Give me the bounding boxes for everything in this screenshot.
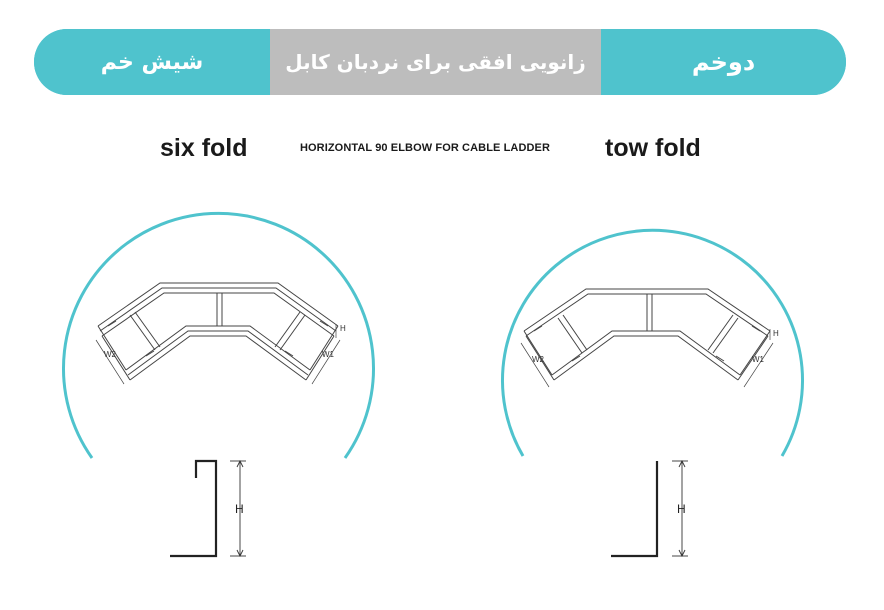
- two-fold-w1-label: W1: [752, 355, 765, 364]
- six-fold-profile-section: [170, 459, 218, 558]
- banner-center-segment: زانویی افقی برای نردبان کابل: [270, 29, 601, 95]
- two-fold-height-dimension: [672, 459, 688, 558]
- two-fold-title-fa: دوخم: [691, 48, 756, 76]
- six-fold-h-label: H: [340, 324, 346, 333]
- six-fold-title-fa: شیش خم: [100, 49, 204, 75]
- banner-left-segment: شیش خم: [34, 29, 270, 95]
- six-fold-arc: [62, 211, 375, 459]
- two-fold-w2-label: W2: [532, 355, 545, 364]
- product-title-fa: زانویی افقی برای نردبان کابل: [285, 50, 586, 74]
- six-fold-w1-label: W1: [322, 350, 335, 359]
- title-banner: شیش خم زانویی افقی برای نردبان کابل دوخم: [34, 29, 846, 95]
- six-fold-section-h-label: H: [235, 502, 244, 516]
- two-fold-profile-section: [611, 461, 659, 558]
- two-fold-arc: [501, 228, 804, 457]
- banner-right-segment: دوخم: [601, 29, 846, 95]
- six-fold-w2-label: W2: [104, 350, 117, 359]
- two-fold-label: tow fold: [605, 134, 701, 162]
- two-fold-h-label: H: [773, 329, 779, 338]
- product-caption: HORIZONTAL 90 ELBOW FOR CABLE LADDER: [299, 142, 551, 154]
- six-fold-elbow-drawing: [95, 282, 341, 385]
- two-fold-elbow-drawing: [520, 288, 774, 388]
- two-fold-section-h-label: H: [677, 502, 686, 516]
- six-fold-height-dimension: [230, 459, 246, 558]
- six-fold-label: six fold: [160, 134, 248, 162]
